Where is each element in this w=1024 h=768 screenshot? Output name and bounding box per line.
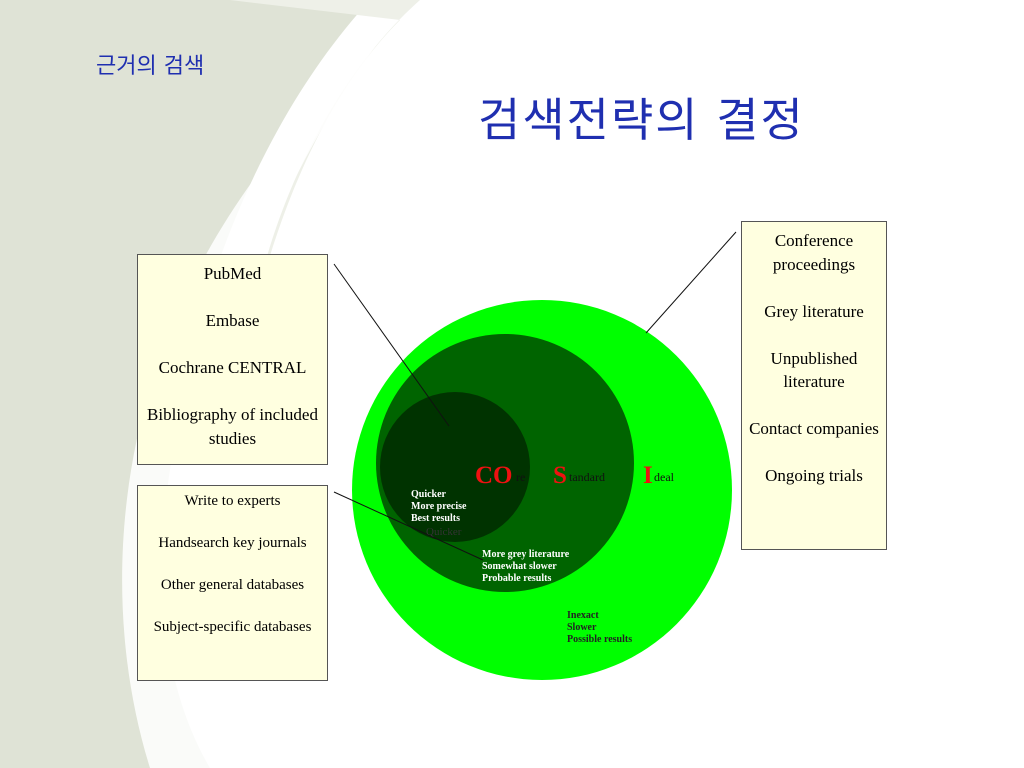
core-source-item: Cochrane CENTRAL xyxy=(158,358,307,377)
standard-source-item: Handsearch key journals xyxy=(158,535,307,551)
connector-line-standard xyxy=(333,491,484,561)
section-subtitle: 근거의 검색 xyxy=(96,54,205,79)
ideal-note-line: Inexact xyxy=(567,610,599,621)
ideal-label-rest: deal xyxy=(654,470,674,484)
ideal-source-item: Grey literature xyxy=(764,301,864,321)
ideal-note-line: Slower xyxy=(567,622,597,633)
ideal-label-letter: I xyxy=(643,462,653,489)
standard-label-rest: tandard xyxy=(569,470,605,484)
standard-note: More grey literature Somewhat slower Pro… xyxy=(482,549,569,585)
core-note-shadow: Quicker xyxy=(426,526,462,538)
standard-source-item: Subject-specific databases xyxy=(153,619,312,635)
core-source-item: Embase xyxy=(205,311,260,330)
standard-note-line: Probable results xyxy=(482,573,552,584)
connector-line-core xyxy=(333,263,450,427)
ideal-note: Inexact Slower Possible results xyxy=(567,610,632,646)
ideal-source-item: Contact companies xyxy=(749,419,879,438)
core-note: Quicker More precise Best results xyxy=(411,489,466,525)
standard-source-item: Write to experts xyxy=(184,493,281,509)
core-circle xyxy=(380,392,530,542)
core-note-line: Best results xyxy=(411,513,460,524)
core-label-letter: CO xyxy=(475,462,513,489)
standard-sources-box: Write to experts Handsearch key journals… xyxy=(137,485,328,681)
standard-note-line: More grey literature xyxy=(482,549,570,560)
page-title: 검색전략의 결정 xyxy=(478,93,805,147)
standard-note-line: Somewhat slower xyxy=(482,561,557,572)
core-source-item: Bibliography of included studies xyxy=(147,405,318,448)
standard-source-item: Other general databases xyxy=(160,577,305,593)
ideal-source-item: Conference proceedings xyxy=(772,231,856,274)
ideal-note-line: Possible results xyxy=(567,634,633,645)
core-note-line: Quicker xyxy=(411,489,446,500)
ideal-source-item: Unpublished literature xyxy=(770,348,858,392)
core-sources-box: PubMed Embase Cochrane CENTRAL Bibliogra… xyxy=(137,254,328,465)
core-note-line: More precise xyxy=(411,501,467,512)
ideal-sources-box: Conference proceedings Grey literature U… xyxy=(741,221,887,550)
connector-line-ideal xyxy=(645,231,737,334)
core-label-rest: re xyxy=(516,470,526,484)
standard-label-letter: S xyxy=(553,462,567,489)
ideal-source-item: Ongoing trials xyxy=(765,466,863,485)
core-source-item: PubMed xyxy=(203,264,262,283)
